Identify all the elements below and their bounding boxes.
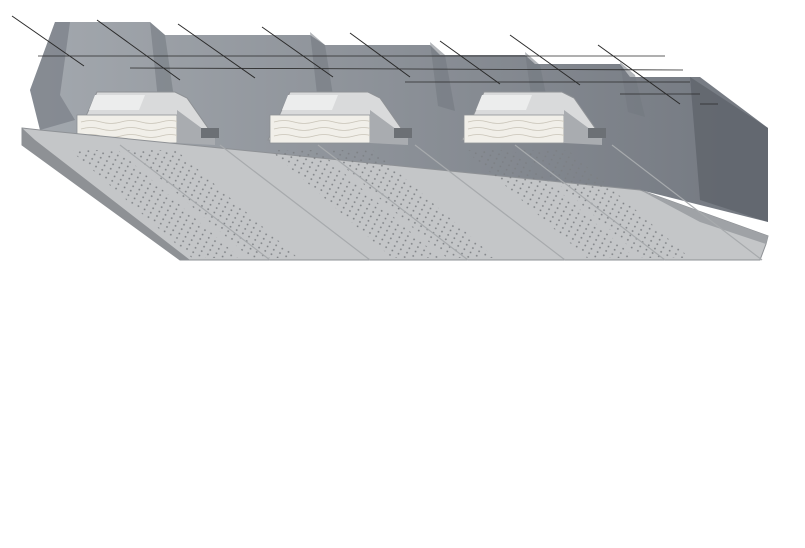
leader-line — [11, 15, 85, 67]
perforation-band — [325, 150, 495, 258]
insulation-fiber — [273, 127, 373, 131]
insulation-fiber — [273, 120, 373, 124]
leader-line — [349, 32, 411, 78]
panel-joint — [514, 144, 666, 261]
panel-joint — [119, 144, 271, 261]
slab-end-face — [690, 77, 768, 222]
panel-joint — [219, 144, 371, 261]
trough-lip — [282, 95, 338, 110]
trough-lip — [89, 95, 145, 110]
panel-right-edge — [640, 190, 768, 244]
leader-line — [439, 40, 501, 85]
trough-module — [461, 91, 606, 145]
beam-shadow — [430, 42, 455, 111]
perforation-band — [128, 150, 298, 258]
insulation-fiber — [273, 134, 373, 138]
beam-shadow — [150, 22, 175, 105]
clip-connector — [394, 128, 412, 138]
leader-line — [177, 23, 256, 79]
leader-lines — [11, 15, 718, 105]
trough-module — [267, 91, 412, 145]
insulation-fiber — [80, 127, 180, 131]
leader-line — [509, 34, 581, 86]
trough-module — [74, 91, 219, 145]
perforation-band — [270, 150, 440, 258]
beam-shadow — [620, 62, 645, 117]
insulation-fiber — [467, 134, 567, 138]
ceiling-panel — [21, 127, 769, 261]
leader-line — [96, 19, 181, 81]
insulation-fiber — [80, 120, 180, 124]
insulation-fiber — [467, 127, 567, 131]
insulation-fiber — [467, 120, 567, 124]
perforation-band — [520, 150, 690, 258]
panel-joint — [611, 144, 763, 261]
reference-line — [129, 67, 684, 71]
trough-lip — [476, 95, 532, 110]
slab-shade — [30, 22, 75, 130]
perforation-band — [465, 150, 635, 258]
panel-joint — [414, 144, 566, 261]
panel-joint — [317, 144, 469, 261]
perforation-band — [70, 150, 240, 258]
clip-connector — [201, 128, 219, 138]
module-group — [74, 91, 606, 145]
clip-connector — [588, 128, 606, 138]
